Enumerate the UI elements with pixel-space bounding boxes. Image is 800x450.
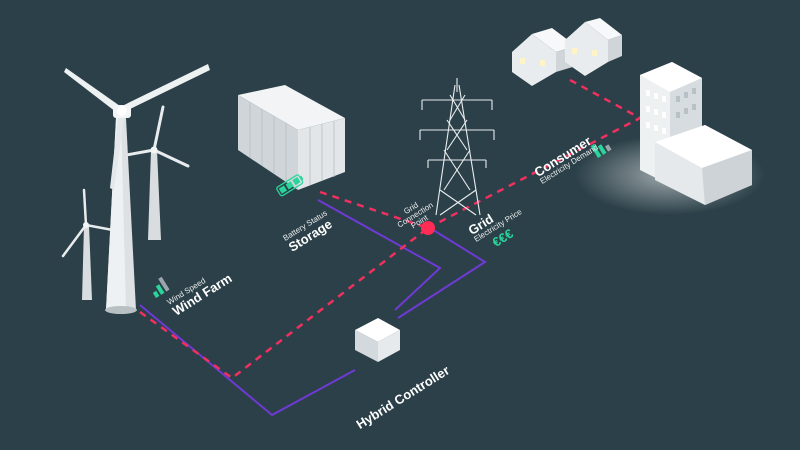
control-line-storage-controller [317,199,442,311]
control-line-wind-controller [139,304,356,417]
control-lines [139,199,487,417]
house-right [565,18,622,76]
wind-turbine-medium [119,105,190,240]
houses [512,18,622,86]
power-line-storage-grid [319,190,429,230]
consumer-buildings [640,62,752,205]
storage-container [238,85,345,190]
grid-connection-point-marker [421,221,435,235]
wind-farm-illustration [61,64,210,314]
power-lines [139,78,641,380]
wind-turbine-small [61,188,120,300]
power-line-grid-consumer [427,116,641,230]
electricity-demand-icon [590,144,612,158]
power-line-houses-consumer [569,78,641,120]
hybrid-controller-box [355,318,400,362]
wind-turbine-large [64,64,210,314]
transmission-tower [419,78,495,216]
wind-speed-icon [152,276,170,298]
battery-status-icon [276,174,304,197]
control-line-grid-controller [397,227,487,319]
power-line-wind-grid [139,227,429,380]
